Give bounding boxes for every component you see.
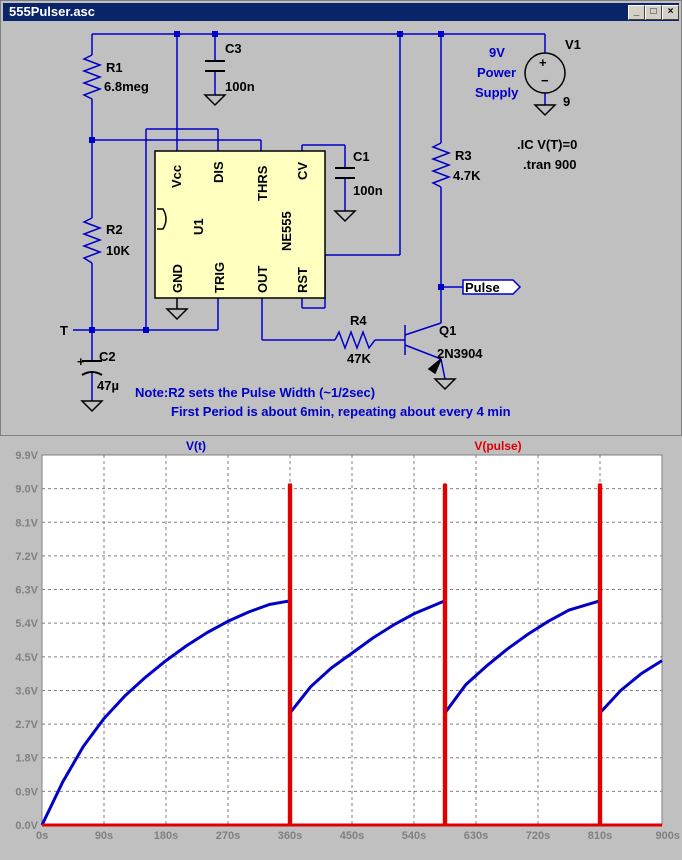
note-line-2[interactable]: First Period is about 6min, repeating ab… — [171, 404, 511, 419]
trace-0[interactable] — [40, 599, 663, 826]
x-tick-label: 360s — [278, 830, 302, 842]
waveform-viewer[interactable]: V(t) V(pulse) 0.0V 0.9V 1.8V 2.7V 3.6V 4.5V 5.4… — [0, 436, 682, 855]
x-tick-label: 810s — [588, 830, 612, 842]
window-titlebar[interactable]: 555Pulser.asc _ □ × — [3, 3, 679, 21]
v1-desc-3: Supply — [475, 85, 519, 100]
c3-name: C3 — [225, 41, 242, 56]
r2-value: 10K — [106, 243, 130, 258]
trace-1[interactable] — [42, 483, 662, 827]
x-tick-label: 0s — [36, 830, 48, 842]
pin-gnd-label: GND — [170, 264, 185, 293]
u1-name: U1 — [191, 218, 206, 235]
q1-name: Q1 — [439, 323, 456, 338]
net-pulse-label: Pulse — [465, 280, 500, 295]
r4-value: 47K — [347, 351, 371, 366]
y-tick-label: 9.0V — [15, 484, 38, 496]
pin-out-label: OUT — [255, 266, 270, 294]
x-tick-label: 720s — [526, 830, 550, 842]
y-tick-label: 3.6V — [15, 685, 38, 697]
voltage-source-v1[interactable]: + − — [524, 52, 566, 94]
x-tick-label: 450s — [340, 830, 364, 842]
restore-button[interactable]: □ — [645, 5, 662, 20]
c2-name: C2 — [99, 349, 116, 364]
v1-desc-2: Power — [477, 65, 516, 80]
x-tick-label: 900s — [656, 830, 680, 842]
r4-name: R4 — [350, 313, 367, 328]
minimize-button[interactable]: _ — [628, 5, 645, 20]
pin-thrs-label: THRS — [255, 165, 270, 201]
window-title: 555Pulser.asc — [9, 4, 96, 19]
y-tick-label: 0.9V — [15, 786, 38, 798]
c1-name: C1 — [353, 149, 370, 164]
close-button[interactable]: × — [662, 5, 679, 20]
c3-value: 100n — [225, 79, 255, 94]
v1-value: 9 — [563, 94, 570, 109]
y-tick-label: 9.9V — [15, 450, 38, 462]
ground-symbols — [80, 94, 557, 413]
y-axis-ticks: 0.0V 0.9V 1.8V 2.7V 3.6V 4.5V 5.4V 6.3V 7.2V 8.1V… — [15, 450, 38, 832]
y-tick-label: 5.4V — [15, 618, 38, 630]
pulse-net-flag[interactable] — [462, 279, 522, 295]
plot-legend: V(t) V(pulse) — [186, 439, 522, 453]
u1-part: NE555 — [279, 211, 294, 251]
note-line-1[interactable]: Note:R2 sets the Pulse Width (~1/2sec) — [135, 385, 375, 400]
legend-entry[interactable]: V(pulse) — [474, 439, 521, 453]
y-tick-label: 8.1V — [15, 517, 38, 529]
schematic-canvas[interactable]: + + − — [5, 23, 677, 431]
pin-dis-label: DIS — [211, 161, 226, 183]
legend-entry[interactable]: V(t) — [186, 439, 206, 453]
schematic-window: 555Pulser.asc _ □ × — [0, 0, 682, 436]
r1-value: 6.8meg — [104, 79, 149, 94]
x-tick-label: 180s — [154, 830, 178, 842]
plot-traces — [40, 483, 663, 827]
y-tick-label: 4.5V — [15, 652, 38, 664]
x-tick-label: 90s — [95, 830, 113, 842]
net-t-label: T — [60, 323, 68, 338]
capacitors — [81, 60, 355, 376]
y-tick-label: 1.8V — [15, 753, 38, 765]
y-tick-label: 6.3V — [15, 585, 38, 597]
pin-rst-label: RST — [295, 267, 310, 293]
v1-desc-1: 9V — [489, 45, 505, 60]
r3-name: R3 — [455, 148, 472, 163]
y-tick-label: 7.2V — [15, 551, 38, 563]
x-axis-ticks: 0s 90s 180s 270s 360s 450s 540s 630s 720s 810s 900… — [36, 830, 680, 842]
ne555-chip[interactable] — [154, 150, 326, 299]
waveform-plot[interactable]: V(t) V(pulse) 0.0V 0.9V 1.8V 2.7V 3.6V 4.5V 5.4… — [0, 436, 682, 855]
c1-value: 100n — [353, 183, 383, 198]
svg-text:+: + — [539, 55, 547, 70]
r3-value: 4.7K — [453, 168, 481, 183]
x-tick-label: 630s — [464, 830, 488, 842]
c2-value: 47µ — [97, 378, 119, 393]
x-tick-label: 270s — [216, 830, 240, 842]
pin-vcc-label: Vcc — [169, 165, 184, 188]
v1-name: V1 — [565, 37, 581, 52]
q1-value: 2N3904 — [437, 346, 483, 361]
wires — [73, 33, 546, 401]
svg-text:−: − — [541, 73, 549, 88]
junction-dots — [89, 31, 444, 333]
svg-text:+: + — [77, 354, 85, 369]
y-tick-label: 0.0V — [15, 820, 38, 832]
pin-trig-label: TRIG — [212, 262, 227, 293]
x-tick-label: 540s — [402, 830, 426, 842]
pin-cv-label: CV — [295, 162, 310, 180]
ic-directive[interactable]: .IC V(T)=0 — [517, 137, 577, 152]
y-tick-label: 2.7V — [15, 719, 38, 731]
r2-name: R2 — [106, 222, 123, 237]
r1-name: R1 — [106, 60, 123, 75]
tran-directive[interactable]: .tran 900 — [523, 157, 576, 172]
